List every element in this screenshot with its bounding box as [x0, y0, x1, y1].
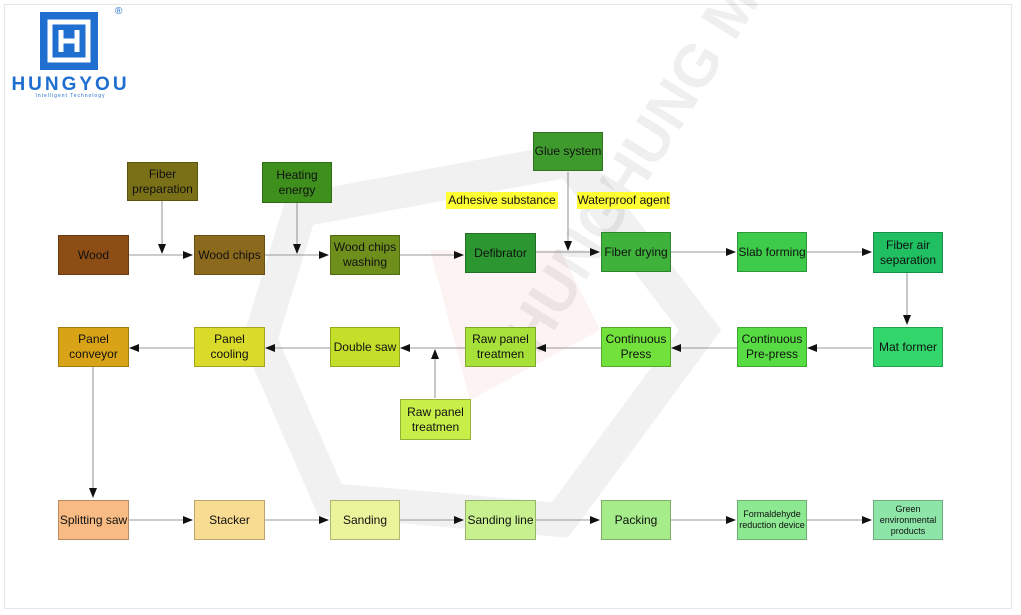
node-glue-system: Glue system	[533, 132, 603, 171]
canvas-frame	[4, 4, 1012, 609]
node-label: Glue system	[534, 144, 602, 158]
node-adhesive-substance: Adhesive substance	[446, 192, 558, 209]
node-fiber-drying: Fiber drying	[601, 232, 671, 272]
node-sanding-line: Sanding line	[465, 500, 536, 540]
node-label: Sanding	[342, 512, 388, 527]
node-defibrator: Defibrator	[465, 233, 536, 273]
node-mat-former: Mat former	[873, 327, 943, 367]
node-label: Defibrator	[474, 245, 527, 260]
node-label: Panel cooling	[210, 332, 249, 361]
node-label: Adhesive substance	[448, 193, 556, 207]
brand-tagline: Intelligent Technology	[35, 93, 106, 99]
node-wood-chips: Wood chips	[194, 235, 265, 275]
brand-name: HUNGYOU	[11, 74, 130, 95]
node-panel-cooling: Panel cooling	[194, 327, 265, 367]
node-sanding: Sanding	[330, 500, 400, 540]
node-label: Packing	[614, 512, 658, 527]
registered-mark: ®	[115, 6, 123, 17]
node-packing: Packing	[601, 500, 671, 540]
node-label: Sanding line	[467, 512, 534, 527]
node-wood: Wood	[58, 235, 129, 275]
logo-icon	[40, 12, 98, 70]
node-label: Splitting saw	[59, 512, 128, 527]
node-slab-forming: Slab forming	[737, 232, 807, 272]
node-stacker: Stacker	[194, 500, 265, 540]
node-label: Stacker	[209, 512, 250, 527]
node-waterproof-agent: Waterproof agent	[577, 192, 670, 209]
node-label: Mat former	[878, 339, 937, 354]
node-label: Double saw	[333, 339, 397, 354]
node-double-saw: Double saw	[330, 327, 400, 367]
node-label: Waterproof agent	[577, 193, 670, 207]
node-label: Wood	[77, 247, 110, 262]
node-label: Fiber drying	[604, 244, 668, 259]
node-splitting-saw: Splitting saw	[58, 500, 129, 540]
node-label: Wood chips	[198, 247, 261, 262]
node-label: Slab forming	[738, 244, 806, 259]
